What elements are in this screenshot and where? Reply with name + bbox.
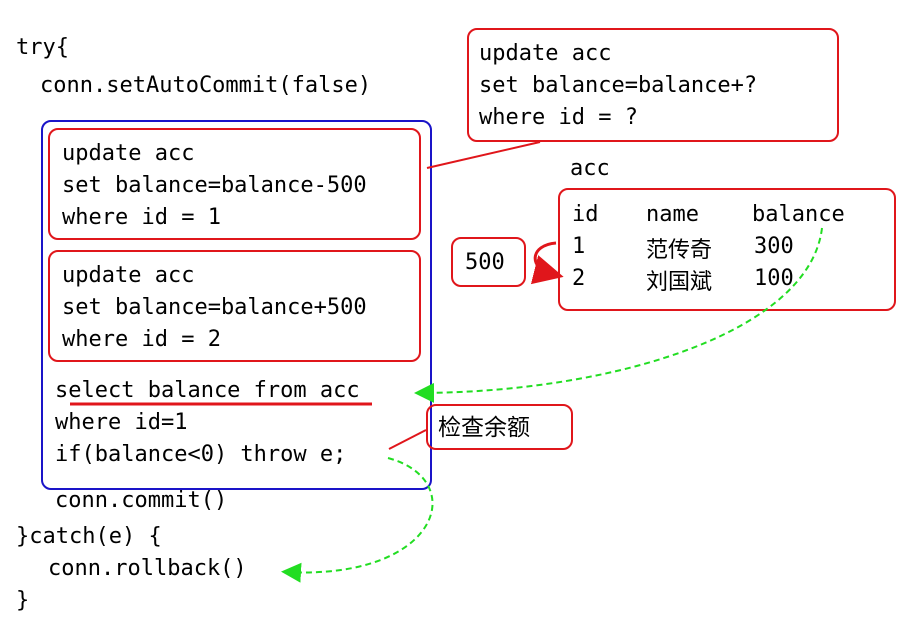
row-2-name: 刘国斌 — [646, 270, 713, 295]
update-deduct-line-1: update acc — [62, 141, 195, 166]
transfer-amount-box: 500 — [451, 237, 526, 287]
update-add-line-2: set balance=balance+500 — [62, 295, 367, 320]
commit-line: conn.commit() — [55, 488, 228, 513]
column-name: name — [646, 202, 699, 227]
param-update-line-1: update acc — [479, 41, 612, 66]
green-arrow-rollback — [281, 457, 434, 583]
try-line: try{ — [16, 35, 69, 60]
update-deduct-line-3: where id = 1 — [62, 205, 221, 230]
select-line: select balance from acc — [55, 378, 360, 403]
transaction-box — [41, 120, 432, 490]
row-1-name: 范传奇 — [646, 238, 713, 263]
param-update-callout: update acc set balance=balance+? where i… — [467, 28, 839, 142]
autocommit-line: conn.setAutoCommit(false) — [40, 73, 372, 98]
where-line: where id=1 — [55, 410, 188, 435]
transfer-curve-arrow — [530, 241, 564, 285]
column-balance: balance — [752, 202, 845, 227]
row-2-id: 2 — [572, 266, 586, 291]
callout-pointer-line — [426, 141, 541, 169]
row-1-balance: 300 — [754, 234, 794, 259]
column-id: id — [572, 202, 599, 227]
catch-line: }catch(e) { — [16, 524, 162, 549]
rollback-line: conn.rollback() — [48, 556, 247, 581]
update-deduct-line-2: set balance=balance-500 — [62, 173, 367, 198]
row-2-balance: 100 — [754, 266, 794, 291]
row-1-id: 1 — [572, 234, 586, 259]
update-deduct-box: update acc set balance=balance-500 where… — [48, 128, 421, 240]
param-update-line-2: set balance=balance+? — [479, 73, 758, 98]
acc-table: id name balance 1 范传奇 300 2 刘国斌 100 — [558, 188, 896, 311]
update-add-box: update acc set balance=balance+500 where… — [48, 250, 421, 362]
green-arrow-select — [414, 227, 823, 403]
table-name: acc — [570, 156, 610, 181]
label-pointer-line — [388, 429, 427, 450]
if-throw-line: if(balance<0) throw e; — [55, 442, 347, 467]
update-add-line-1: update acc — [62, 263, 195, 288]
param-update-line-3: where id = ? — [479, 105, 638, 130]
update-add-line-3: where id = 2 — [62, 327, 221, 352]
check-balance-label-box: 检查余额 — [426, 404, 573, 450]
check-balance-label: 检查余额 — [438, 415, 530, 441]
transfer-amount-text: 500 — [465, 250, 505, 275]
close-brace-line: } — [16, 588, 30, 613]
